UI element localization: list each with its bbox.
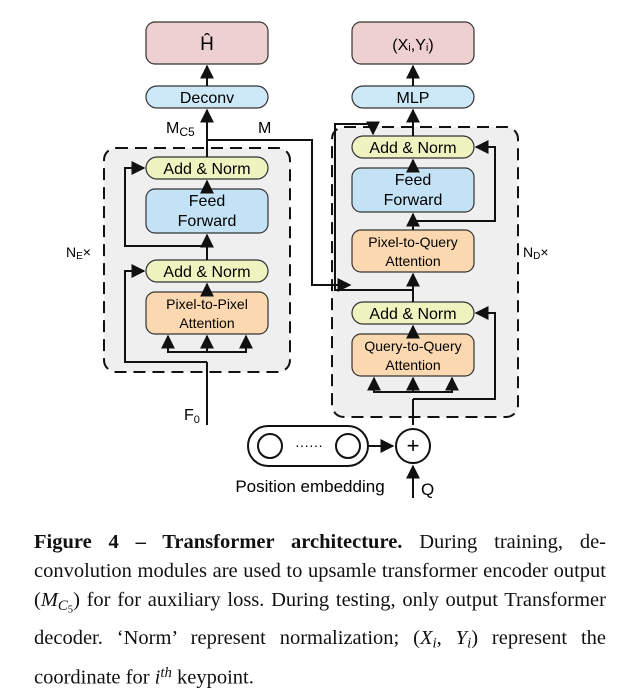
- embedding-dots: ······: [295, 437, 323, 453]
- caption-seg2: ) for for auxiliary loss. During testing…: [34, 589, 606, 650]
- encoder-output-label: Ĥ: [200, 33, 214, 55]
- pixel-to-pixel-label-2: Attention: [179, 315, 234, 331]
- query-label: Q: [421, 480, 434, 499]
- caption-y: Y: [455, 627, 468, 650]
- position-embedding-label: Position embedding: [235, 477, 384, 496]
- decoder-output-label: (Xᵢ,Yᵢ): [392, 37, 433, 54]
- caption-m-sub-c: C: [57, 597, 68, 614]
- decoder-add-norm-bottom-label: Add & Norm: [369, 306, 456, 323]
- decoder-connectors: [334, 64, 496, 425]
- caption-seg4: keypoint.: [171, 666, 254, 689]
- mc5-label: MC5: [166, 120, 195, 139]
- figure-caption: Figure 4 – Transformer architecture. Dur…: [34, 528, 606, 693]
- caption-seg1: During training, de-convolution modules …: [34, 531, 606, 611]
- caption-m-subsub: 5: [67, 604, 74, 616]
- m-label: M: [258, 120, 271, 137]
- caption-m-sub: C5: [57, 597, 74, 616]
- embedding-token-right: [335, 433, 361, 459]
- caption-x-sub: i: [432, 636, 437, 653]
- deconv-label: Deconv: [180, 90, 234, 107]
- encoder-feed-forward-label-1: Feed: [189, 193, 225, 210]
- transformer-architecture-diagram: Ĥ Deconv MC5 M Add & Norm Feed Forward A…: [66, 21, 549, 499]
- caption-comma: ,: [436, 627, 442, 650]
- encoder-add-norm-bottom-label: Add & Norm: [163, 264, 250, 281]
- encoder-add-norm-top-label: Add & Norm: [163, 161, 250, 178]
- caption-y-sub: i: [467, 636, 472, 653]
- mlp-label: MLP: [397, 90, 430, 107]
- caption-x: X: [419, 627, 433, 650]
- encoder-connectors: [124, 64, 352, 425]
- query-to-query-label-1: Query-to-Query: [364, 338, 461, 354]
- decoder-add-norm-top-label: Add & Norm: [369, 140, 456, 157]
- encoder-repeat-label: NE×: [66, 244, 91, 262]
- embedding-token-left: [257, 433, 283, 459]
- decoder-feed-forward-label-2: Forward: [384, 192, 443, 209]
- caption-title: Figure 4 – Transformer architecture.: [34, 531, 403, 553]
- caption-th: th: [160, 665, 172, 682]
- caption-m: M: [40, 589, 58, 611]
- plus-sign: +: [407, 433, 420, 458]
- decoder-output-box: [351, 21, 475, 65]
- pixel-to-pixel-label-1: Pixel-to-Pixel: [166, 296, 248, 312]
- pixel-to-query-label-1: Pixel-to-Query: [368, 234, 457, 250]
- add-operator: [395, 428, 431, 464]
- encoder-output-box: [145, 21, 269, 65]
- decoder-feed-forward-label-1: Feed: [395, 172, 431, 189]
- pixel-to-query-label-2: Attention: [385, 253, 440, 269]
- encoder-input-label: F0: [184, 407, 200, 426]
- encoder-feed-forward-label-2: Forward: [178, 213, 237, 230]
- decoder-repeat-label: ND×: [523, 244, 549, 262]
- query-to-query-label-2: Attention: [385, 357, 440, 373]
